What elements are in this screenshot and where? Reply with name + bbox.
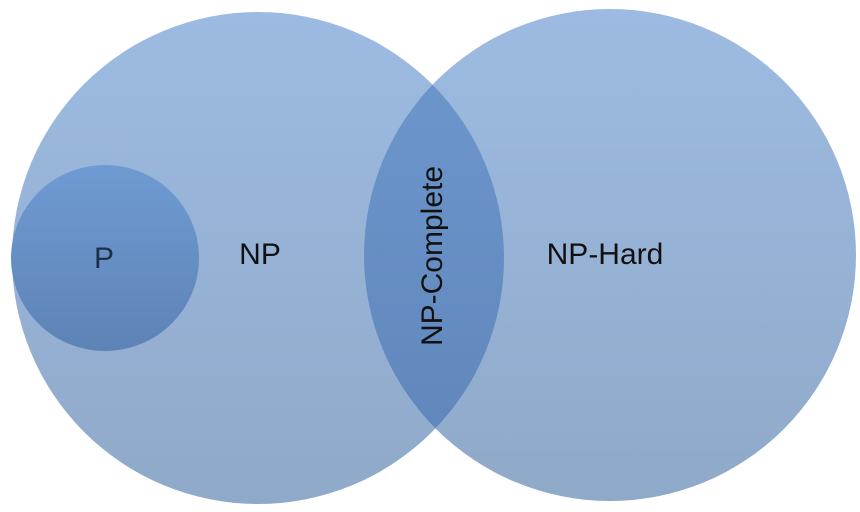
np-hard-circle: [364, 9, 856, 501]
p-circle: [11, 165, 199, 351]
np-label: NP: [239, 238, 281, 271]
p-label: P: [94, 242, 114, 275]
np-hard-label: NP-Hard: [547, 238, 664, 271]
np-complete-label: NP-Complete: [416, 166, 449, 346]
np-circle: [12, 12, 504, 504]
